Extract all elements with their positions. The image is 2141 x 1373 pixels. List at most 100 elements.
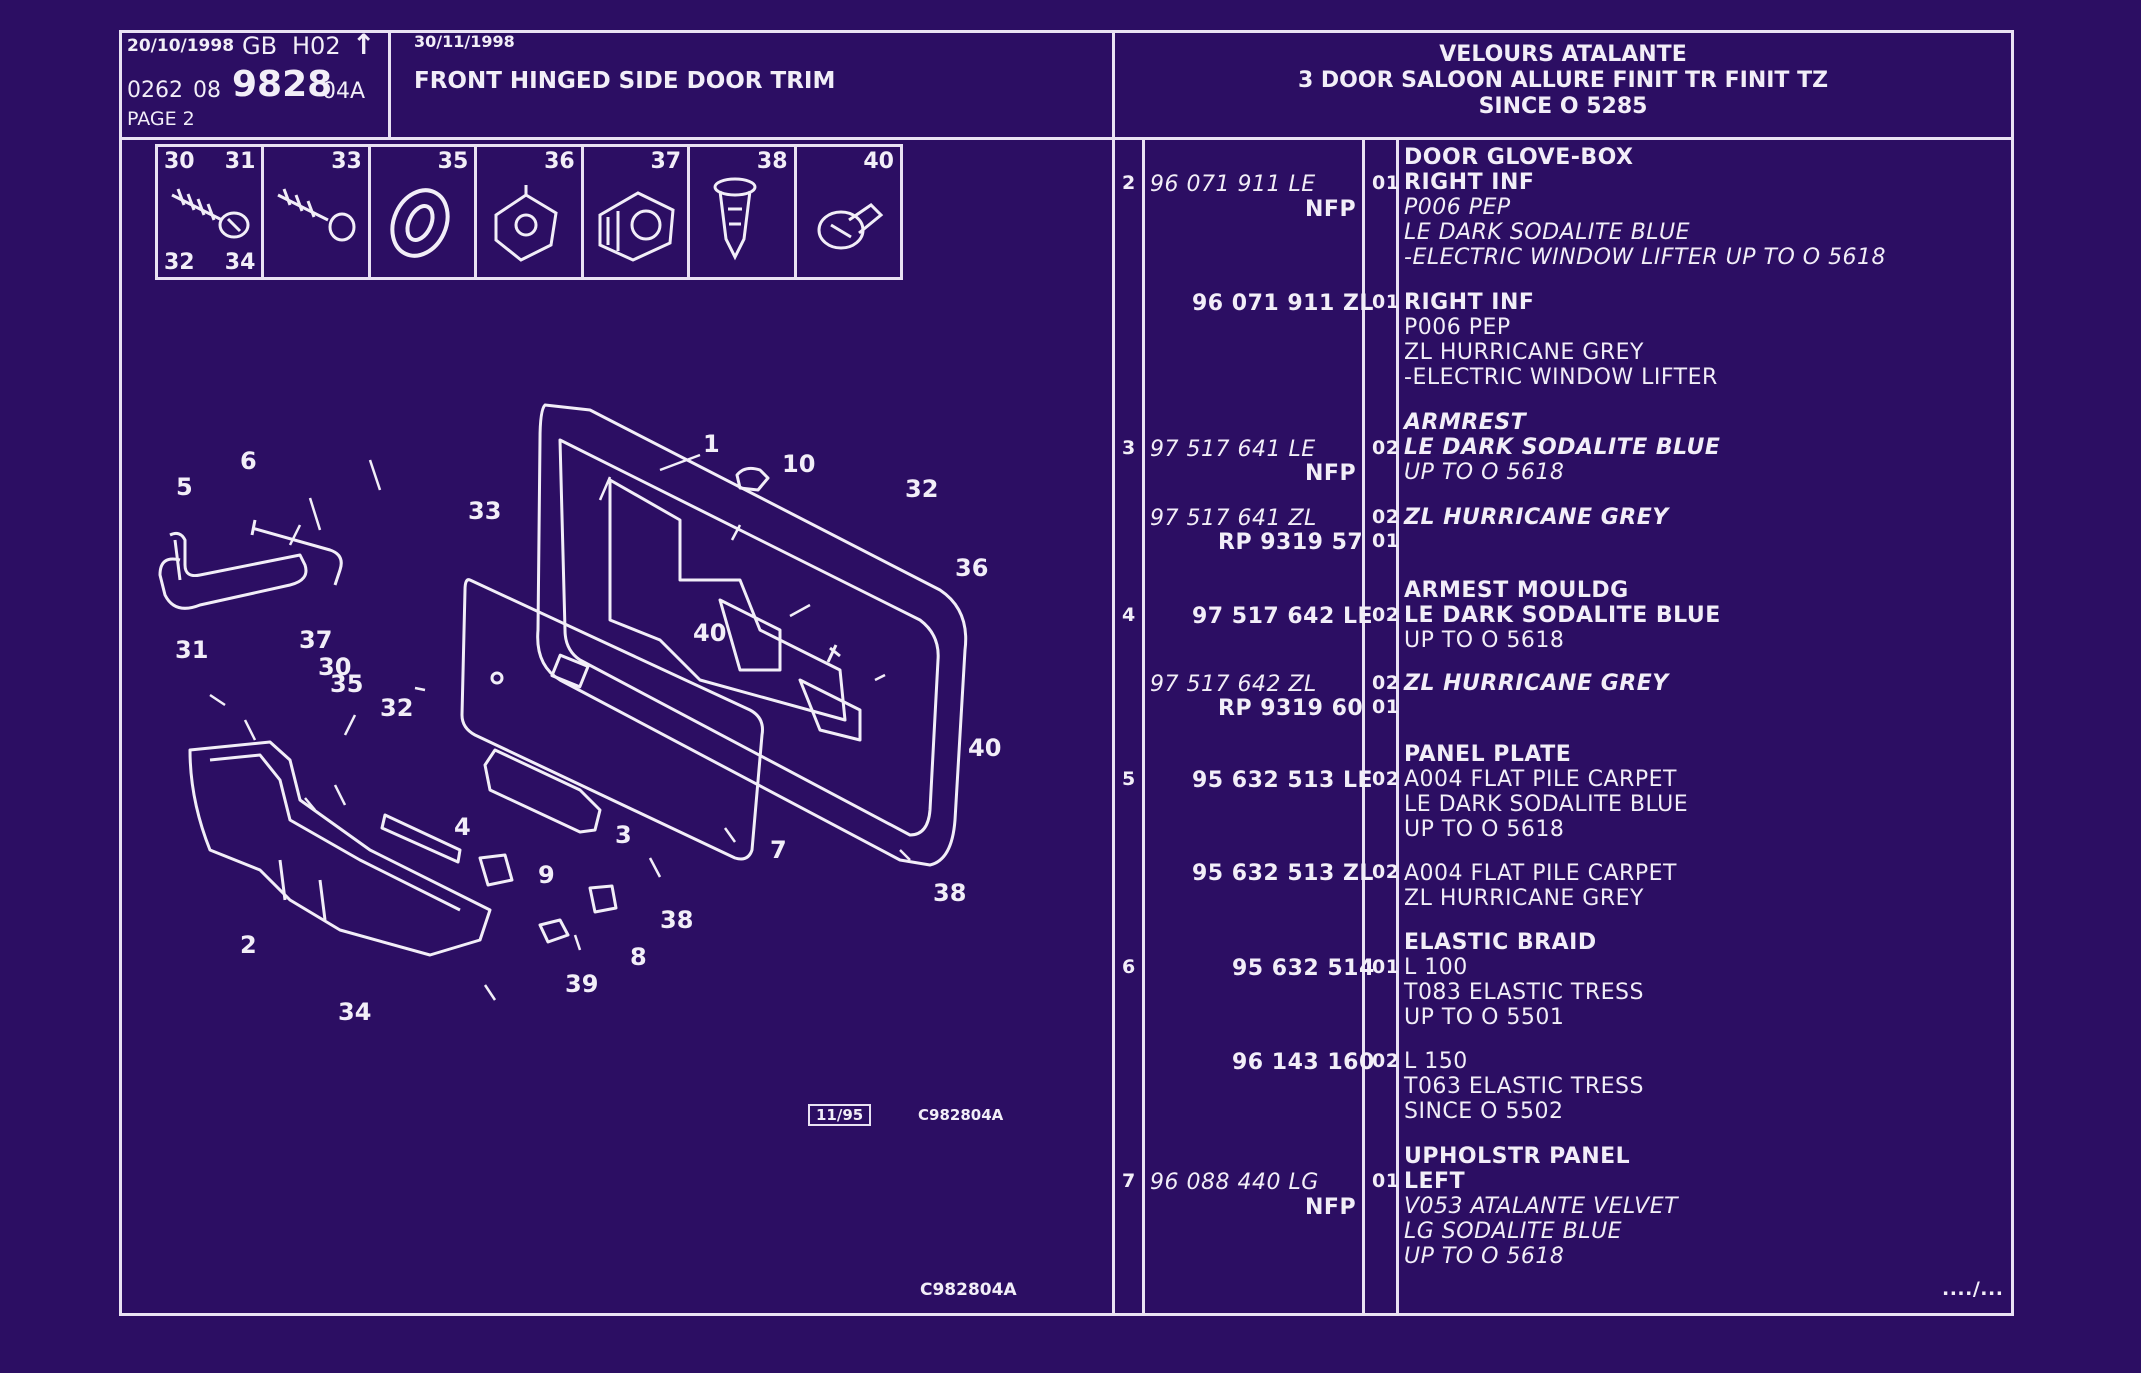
quantity: 01 [1372,530,1400,552]
callout: 8 [630,943,647,971]
fastener-label: 35 [437,149,469,174]
quantity: 01 [1372,1170,1400,1192]
page-number: PAGE 2 [127,108,195,130]
glove-box-shape [188,740,492,957]
part-line: T063 ELASTIC TRESS [1404,1074,1644,1099]
part-line: V053 ATALANTE VELVET [1404,1194,1679,1219]
header-model-box [1112,30,2014,140]
model-line: 3 DOOR SALOON ALLURE FINIT TR FINIT TZ [1297,68,1829,93]
callout: 4 [454,813,471,841]
fastener-cell: 38 [690,147,797,277]
part-number: 96 071 911 ZL [1192,291,1374,316]
header-date: 20/10/1998 [127,36,235,56]
fastener-label: 36 [544,149,575,174]
fastener-cell: 37 [584,147,691,277]
fastener-cell: 36 [477,147,584,277]
header-title-box [391,30,1114,140]
quantity: 01 [1372,291,1400,313]
since-line: SINCE O 5285 [1478,94,1648,119]
table-divider [1396,140,1399,1316]
rivet-icon [713,177,757,261]
part-line: A004 FLAT PILE CARPET [1404,861,1677,886]
section-heading: ARMEST MOULDG [1404,578,1629,603]
table-index: 5 [1122,768,1136,790]
header-ref-b: 08 [193,78,221,103]
quantity: 02 [1372,1050,1400,1072]
trim-name: VELOURS ATALANTE [1439,42,1687,67]
stamp-code: C982804A [918,1106,1004,1124]
handle-shape [158,531,308,610]
table-divider [1142,140,1145,1316]
callout: 31 [175,636,208,664]
elastic-braid-shape [250,519,343,586]
part-line: LE DARK SODALITE BLUE [1404,435,1721,460]
part-line: UP TO O 5618 [1404,817,1565,842]
part-line: ZL HURRICANE GREY [1404,671,1669,696]
callout: 32 [905,475,938,503]
section-heading: PANEL PLATE [1404,742,1572,767]
part-line: UP TO O 5618 [1404,628,1565,653]
door-panel-shape [536,403,968,867]
screw-icon [277,188,356,242]
part-line: LG SODALITE BLUE [1404,1219,1622,1244]
part-line: L 150 [1404,1049,1468,1074]
part-line: RIGHT INF [1404,290,1535,315]
part-number: 96 071 911 LE [1150,172,1316,197]
part-line: LE DARK SODALITE BLUE [1404,603,1721,628]
section-heading: ARMREST [1404,410,1527,435]
part-line: RIGHT INF [1404,170,1535,195]
fastener-cell: 30 31 32 34 [158,147,265,277]
part-line: A004 FLAT PILE CARPET [1404,767,1677,792]
section-heading: DOOR GLOVE-BOX [1404,145,1634,170]
quantity: 01 [1372,696,1400,718]
nfp-flag: NFP [1305,197,1357,222]
header-date-mid: 30/11/1998 [414,32,515,51]
callout: 7 [770,836,787,864]
callout: 37 [299,626,332,654]
part-number: 96 143 160 [1232,1050,1375,1075]
header-ref-c: 04A [322,79,366,104]
fastener-label: 33 [331,149,362,174]
callout: 9 [538,861,555,889]
quantity: 02 [1372,861,1400,883]
door-trim-diagram: 1 2 3 4 5 6 7 8 9 10 30 31 32 32 33 34 3… [158,403,1001,1026]
callout: 10 [782,450,815,478]
header-ref-main: 9828 [232,64,333,105]
header-reference-box [119,30,391,140]
footer-code: C982804A [920,1280,1017,1300]
callout: 38 [933,879,966,907]
page-frame [119,30,2014,1316]
part-number: 95 632 513 ZL [1192,861,1374,886]
part-number: 95 632 513 LE [1192,768,1373,793]
table-index: 2 [1122,172,1136,194]
quantity: 01 [1372,956,1400,978]
fastener-label: 37 [650,149,682,174]
fastener-cell: 33 [264,147,371,277]
callout: 2 [240,931,257,959]
quantity: 02 [1372,604,1400,626]
panel-plate-shape [460,578,764,861]
clip-icon [494,185,558,262]
callout: 36 [955,554,988,582]
page-title: FRONT HINGED SIDE DOOR TRIM [414,68,836,94]
part-line: LE DARK SODALITE BLUE [1404,220,1691,245]
section-heading: UPHOLSTR PANEL [1404,1144,1631,1169]
part-line: P006 PEP [1404,315,1511,340]
part-line: UP TO O 5618 [1404,1244,1565,1269]
callout: 6 [240,447,257,475]
callout: 39 [565,970,598,998]
fastener-label: 38 [756,149,788,174]
replacement-part: RP 9319 57 [1218,530,1364,555]
part-number: 97 517 641 LE [1150,437,1316,462]
table-divider [1362,140,1365,1316]
part-line: P006 PEP [1404,195,1511,220]
clip-icon [598,191,675,262]
part-line: -ELECTRIC WINDOW LIFTER [1404,365,1718,390]
part-number: 95 632 514 [1232,956,1375,981]
part-line: UP TO O 5618 [1404,460,1565,485]
part-line: T083 ELASTIC TRESS [1404,980,1644,1005]
push-clip-icon [817,203,883,250]
callout: 38 [660,906,693,934]
fastener-label: 34 [224,250,256,275]
callout: 30 [318,653,351,681]
